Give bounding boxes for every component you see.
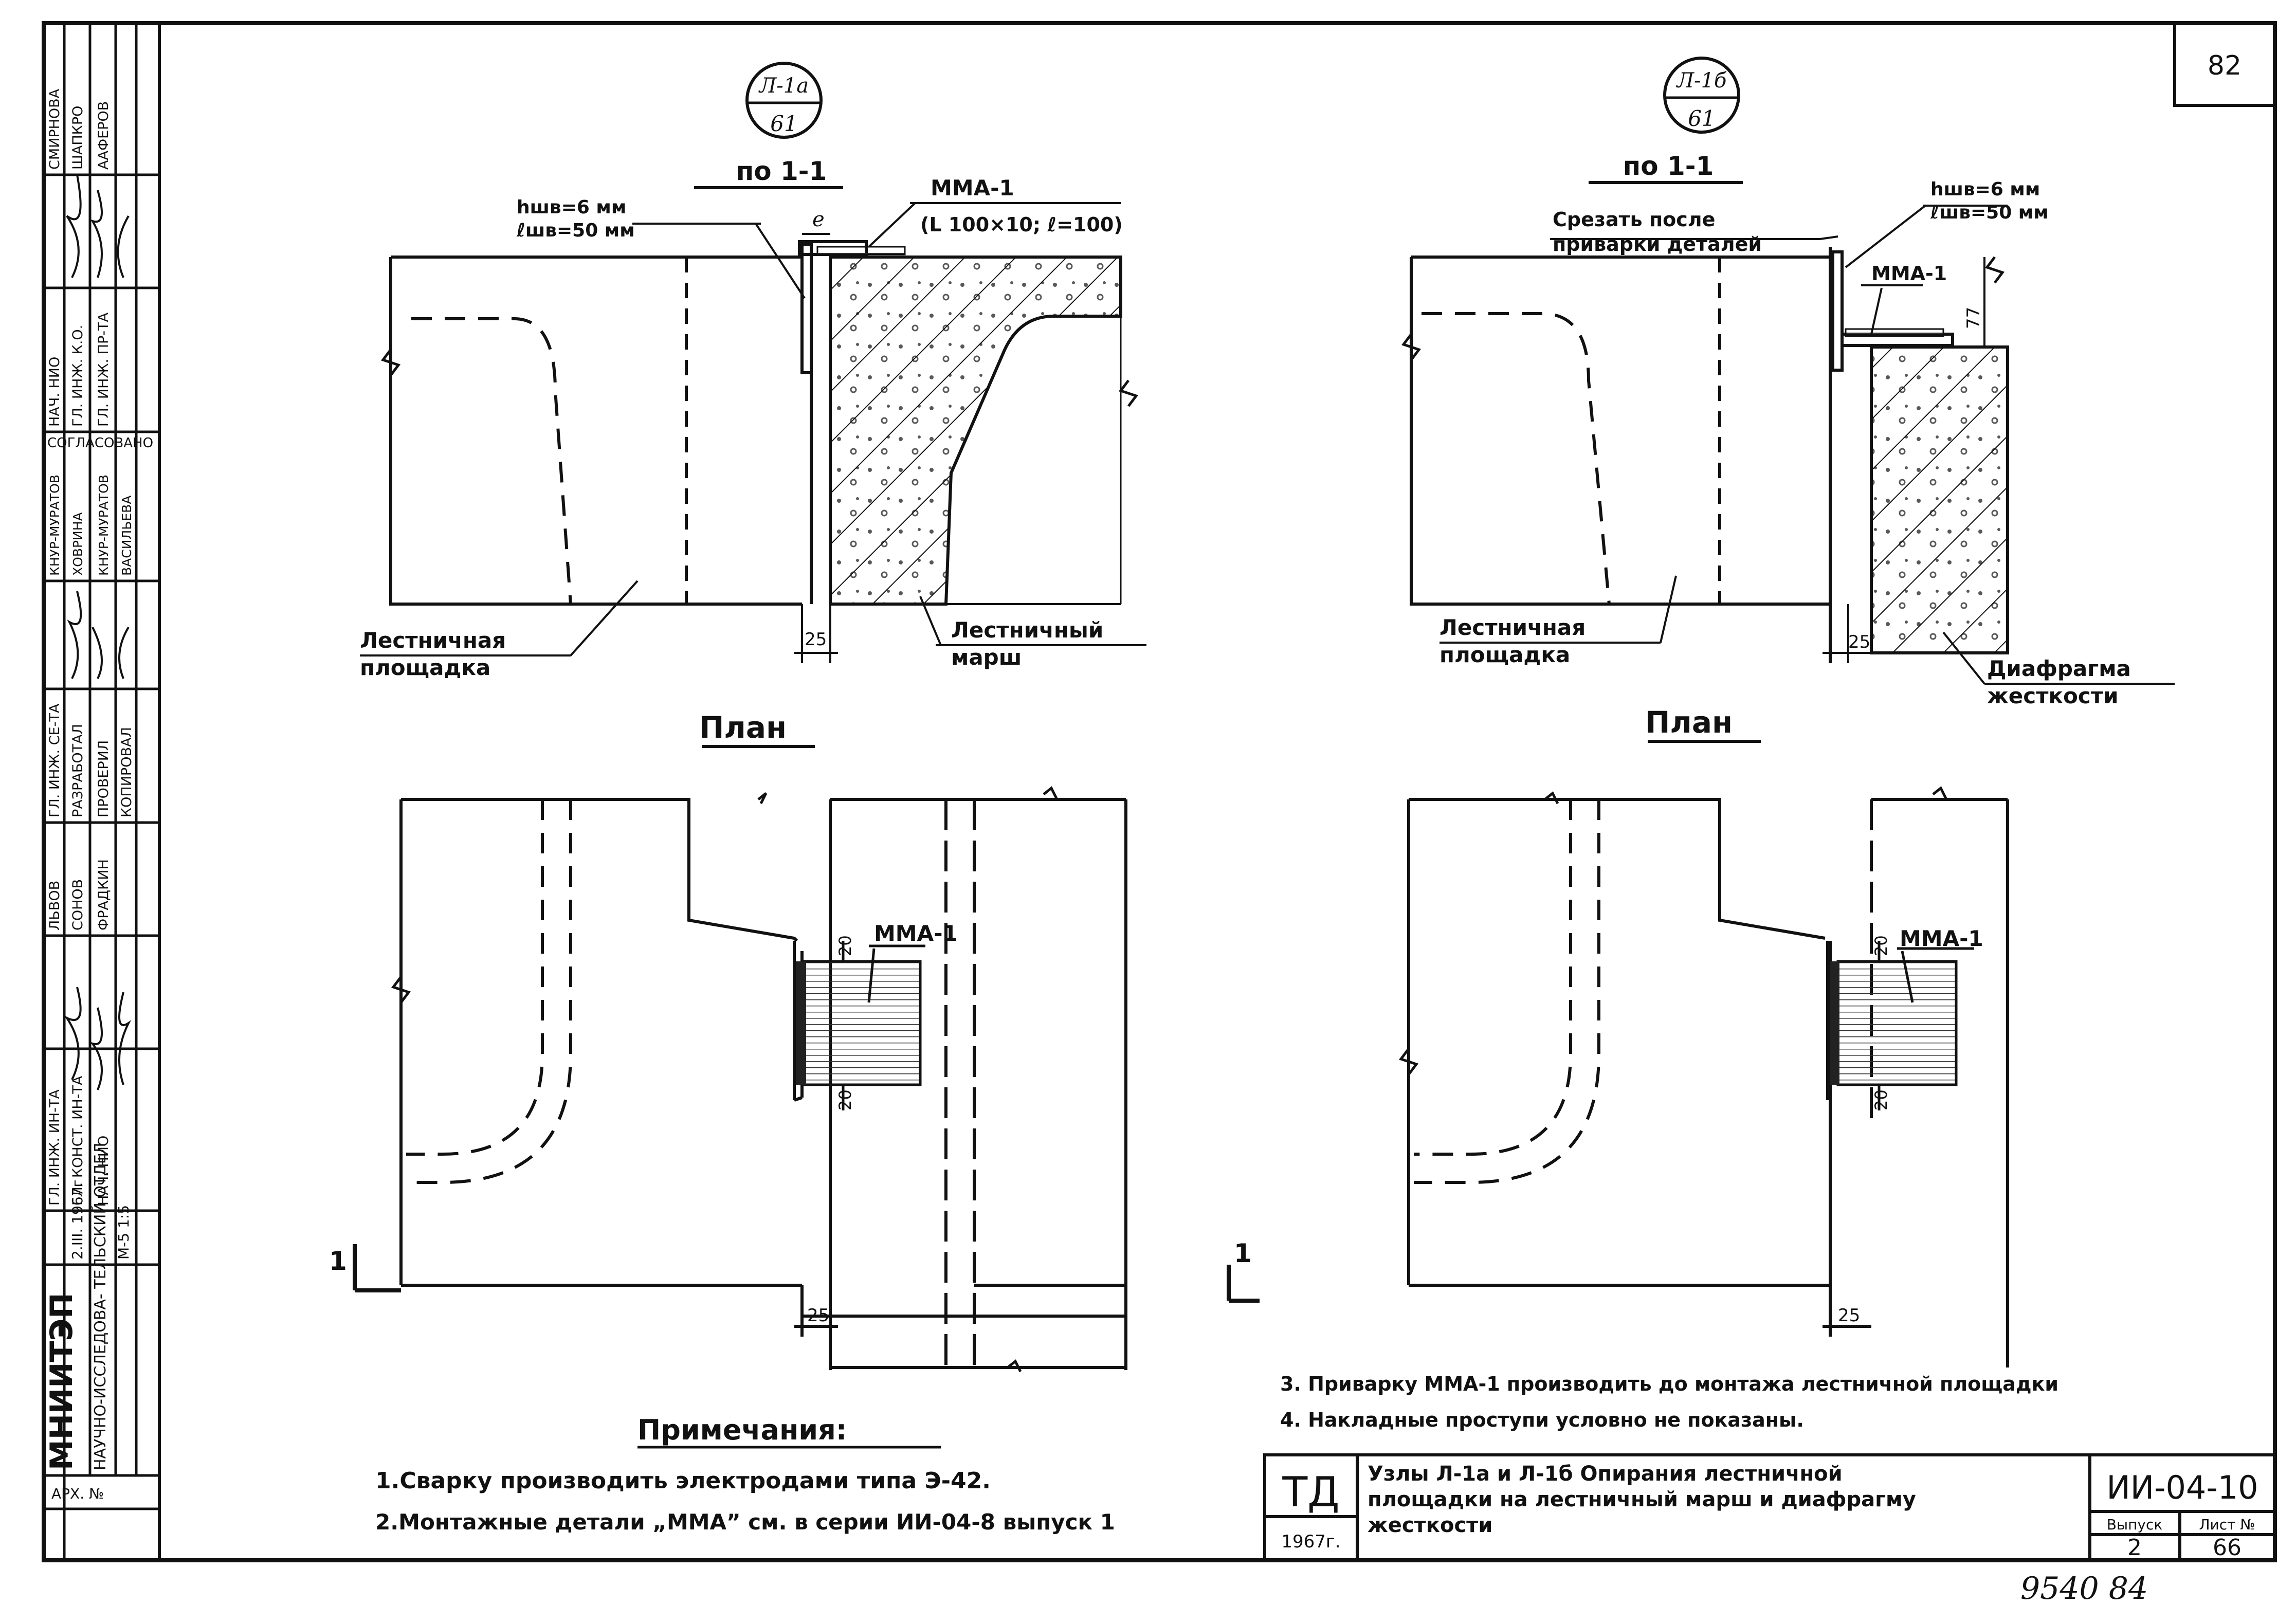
right-plan-cut-mark: 1 (1234, 1238, 1252, 1268)
right-node-marker (1663, 57, 1740, 134)
stamp-date: 2.III. 1967г (69, 1180, 86, 1260)
left-plan-mma-label: ММА-1 (874, 921, 958, 946)
stamp-scale: М-5 1:5 (115, 1205, 132, 1260)
left-plan-mma-plate (800, 960, 922, 1086)
stamp-agreed-role-2: ГЛ. ИНЖ. К.О. (70, 325, 86, 427)
stamp-agreed-role-1: НАЧ. НИО (47, 357, 63, 427)
right-section-label: по 1-1 (1623, 151, 1714, 181)
left-mma-label: ММА-1 (931, 175, 1014, 200)
left-mma-spec: (L 100×10; ℓ=100) (920, 213, 1123, 236)
title-issue-label: Выпуск (2107, 1516, 2163, 1533)
left-plan-dim-top: 20 (835, 935, 855, 956)
stamp-role-1: ГЛ. ИНЖ. ИН-ТА (47, 1089, 63, 1206)
right-plan-mma-plate (1836, 960, 1958, 1086)
left-plan-dim-25: 25 (807, 1305, 829, 1326)
left-dim-e: е (812, 208, 825, 231)
stamp-agreed-person-3: ААФЕРОВ (96, 101, 112, 170)
left-plan-title: План (699, 710, 787, 745)
stamp-person-3: ФРАДКИН (96, 859, 112, 931)
signatures (64, 174, 132, 1090)
stamp-agreed-person-2: ШАПКРО (70, 106, 86, 170)
notes: Примечания: 1.Сварку производить электро… (375, 1373, 2058, 1535)
right-plan-title: План (1645, 705, 1733, 740)
footer-handwritten-number: 9540 84 (2020, 1571, 2148, 1607)
stamp-role-7: КОПИРОВАЛ (119, 727, 135, 817)
stamp-archive: АРХ. № (51, 1485, 104, 1502)
stamp-person-7: ВАСИЛЬЕВА (119, 496, 134, 576)
left-node-marker (745, 62, 823, 139)
stamp-role-2: ГЛ. КОНСТ. ИН-ТА (70, 1075, 86, 1206)
stamp-agreed-role-3: ГЛ. ИНЖ. ПР-ТА (96, 312, 112, 427)
stamp-person-5: ХОВРИНА (70, 512, 85, 576)
stamp-role-3: НАЧ. НИО (96, 1136, 112, 1206)
title-code: ИИ-04-10 (2106, 1469, 2258, 1506)
stamp-role-6: ПРОВЕРИЛ (96, 740, 112, 817)
stamp-agreed: СОГЛАСОВАНО (47, 435, 153, 451)
left-plan-dim-bottom: 20 (835, 1089, 855, 1110)
stamp-agreed-person-1: СМИРНОВА (47, 88, 63, 170)
right-mma-label: ММА-1 (1871, 262, 1947, 285)
right-dim-25: 25 (1848, 632, 1870, 652)
title-sheet-label: Лист № (2199, 1516, 2255, 1533)
right-plan-mma-label: ММА-1 (1900, 926, 1983, 951)
right-marker-top: Л-1б (1676, 69, 1727, 93)
note-1: 1.Сварку производить электродами типа Э-… (375, 1468, 991, 1494)
left-plan-drawing: План (329, 710, 1127, 1373)
sheet-number: 82 (2208, 50, 2242, 81)
left-dim-25: 25 (805, 629, 827, 650)
note-2: 2.Монтажные детали „ММА” см. в серии ИИ-… (375, 1509, 1115, 1535)
title-logo: ТД (1282, 1468, 1339, 1516)
note-3: 3. Приварку ММА-1 производить до монтажа… (1280, 1373, 2058, 1395)
stamp-person-1: ЛЬВОВ (47, 881, 63, 931)
stamp-person-2: СОНОВ (70, 879, 86, 931)
left-marker-top: Л-1а (758, 74, 809, 98)
right-marker-bottom: 61 (1688, 106, 1715, 131)
right-section-drawing: Л-1б 61 по 1-1 (1401, 57, 2175, 708)
title-year: 1967г. (1281, 1531, 1340, 1552)
right-plan-dim-bottom: 20 (1871, 1089, 1891, 1110)
title-block: ТД 1967г. Узлы Л-1а и Л-1б Опирания лест… (1263, 1453, 2276, 1562)
right-plan-dim-25: 25 (1838, 1305, 1860, 1326)
sheet-frame (42, 21, 2277, 1562)
left-marker-bottom: 61 (770, 111, 797, 136)
stamp-person-4: КНУР-МУРАТОВ (47, 475, 62, 576)
note-4: 4. Накладные проступи условно не показан… (1280, 1409, 1804, 1431)
left-section-drawing: Л-1а 61 по 1-1 (360, 62, 1146, 680)
left-section-label: по 1-1 (736, 156, 827, 186)
title-issue: 2 (2127, 1535, 2142, 1561)
right-plan-dim-top: 20 (1871, 935, 1891, 956)
right-dim-77: 77 (1963, 307, 1984, 329)
left-plan-cut-mark: 1 (329, 1246, 347, 1276)
stamp-org: МНИИТЭП (44, 1292, 80, 1470)
stamp-column: МНИИТЭП НАУЧНО-ИССЛЕДОВА- ТЕЛЬСКИЙ ОТДЕЛ… (44, 23, 159, 1560)
notes-title: Примечания: (637, 1414, 847, 1446)
stamp-role-4: ГЛ. ИНЖ. СЕ-ТА (47, 703, 63, 817)
stamp-dept: НАУЧНО-ИССЛЕДОВА- ТЕЛЬСКИЙ ОТДЕЛ (91, 1143, 110, 1470)
stamp-person-6: КНУР-МУРАТОВ (96, 475, 111, 576)
stamp-role-5: РАЗРАБОТАЛ (70, 724, 86, 817)
title-sheet: 66 (2213, 1535, 2242, 1561)
right-plan-drawing: План ММА-1 20 (1227, 705, 2009, 1367)
